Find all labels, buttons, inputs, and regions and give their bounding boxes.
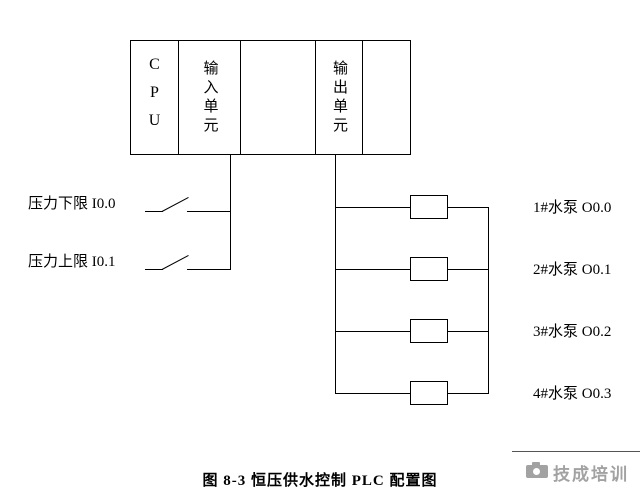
branch2-left-wire [336, 269, 410, 270]
rack-divider-4 [362, 40, 363, 155]
input-label-upper-limit: 压力上限 I0.1 [28, 254, 116, 270]
switch2-blade-icon [161, 254, 189, 270]
camera-lens-shape [533, 468, 540, 475]
plc-rack-box [130, 40, 411, 155]
watermark-divider-line [512, 451, 640, 452]
watermark-brand-text: 技成培训 [553, 465, 629, 484]
branch4-left-wire [336, 393, 410, 394]
branch3-load-box [410, 319, 448, 343]
branch3-right-wire [448, 331, 488, 332]
branch3-left-wire [336, 331, 410, 332]
rack-divider-3 [315, 40, 316, 155]
figure-caption: 图 8-3 恒压供水控制 PLC 配置图 [202, 473, 438, 489]
output-common-bus-line [488, 207, 489, 394]
rack-divider-1 [178, 40, 179, 155]
output-label-pump3: 3#水泵 O0.2 [533, 324, 612, 340]
output-label-pump2: 2#水泵 O0.1 [533, 262, 612, 278]
rack-divider-2 [240, 40, 241, 155]
output-label-pump1: 1#水泵 O0.0 [533, 200, 612, 216]
branch1-load-box [410, 195, 448, 219]
branch1-left-wire [336, 207, 410, 208]
output-label-pump4: 4#水泵 O0.3 [533, 386, 612, 402]
output-drop-line [335, 155, 336, 394]
input-drop-line [230, 155, 231, 270]
switch2-left-lead [145, 269, 163, 270]
branch4-right-wire [448, 393, 488, 394]
switch2-right-lead [187, 269, 231, 270]
branch4-load-box [410, 381, 448, 405]
camera-logo-icon [526, 462, 548, 478]
branch2-right-wire [448, 269, 488, 270]
input-unit-label: 输入单元 [201, 59, 218, 136]
switch1-right-lead [187, 211, 231, 212]
branch1-right-wire [448, 207, 488, 208]
branch2-load-box [410, 257, 448, 281]
output-unit-label: 输出单元 [331, 59, 347, 136]
camera-top-shape [532, 462, 540, 467]
switch1-blade-icon [161, 196, 189, 212]
input-label-lower-limit: 压力下限 I0.0 [28, 196, 116, 212]
switch1-left-lead [145, 211, 163, 212]
cpu-module-label: CPU [146, 55, 163, 140]
